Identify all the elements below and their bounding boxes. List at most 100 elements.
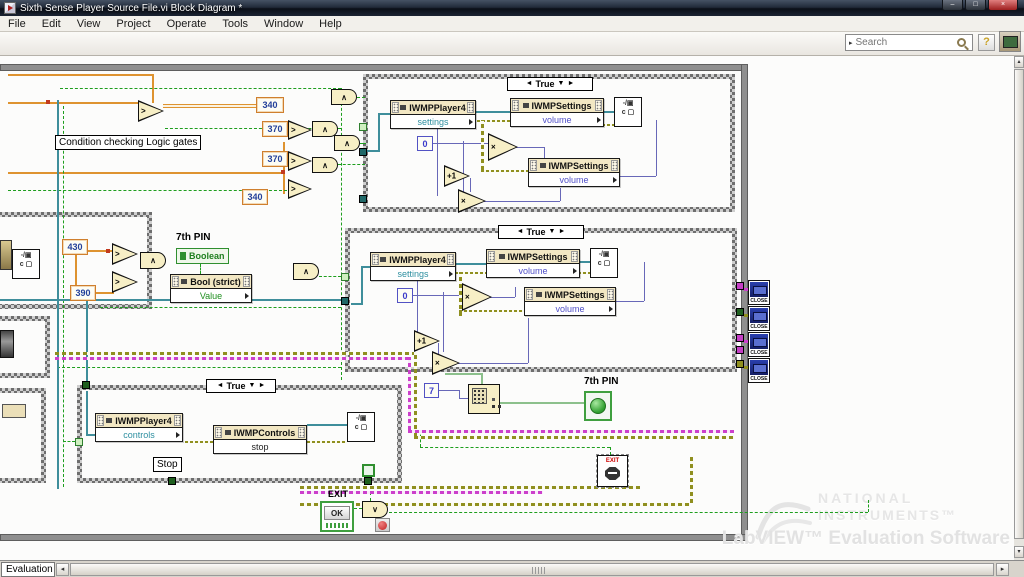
- integer-constant-0[interactable]: 0: [417, 136, 433, 151]
- case-next-icon[interactable]: ►: [258, 382, 266, 389]
- close-vi-icon[interactable]: CLOSE: [748, 332, 770, 357]
- menu-operate[interactable]: Operate: [166, 17, 207, 30]
- greater-than-gate[interactable]: >: [288, 151, 312, 171]
- node-property[interactable]: volume: [511, 113, 603, 126]
- property-node-iwmpsettings-middle-b[interactable]: IWMPSettings volume: [524, 287, 616, 316]
- greater-than-gate[interactable]: >: [288, 120, 312, 140]
- integer-constant-0[interactable]: 0: [397, 288, 413, 303]
- context-help-button[interactable]: ?: [978, 34, 995, 51]
- and-gate[interactable]: ∧: [334, 135, 360, 151]
- ni-toolbar-icon[interactable]: [999, 31, 1021, 52]
- search-icon[interactable]: [957, 38, 966, 47]
- while-loop-border-right[interactable]: [741, 64, 748, 541]
- menu-view[interactable]: View: [76, 17, 101, 30]
- property-node-iwmpplayer4-top[interactable]: IWMPPlayer4 settings: [390, 100, 476, 129]
- and-gate[interactable]: ∧: [293, 263, 319, 280]
- search-scope-icon[interactable]: ▸: [849, 39, 853, 47]
- increment-gate[interactable]: +1: [444, 165, 470, 187]
- menu-file[interactable]: File: [8, 17, 26, 30]
- property-node-iwmpsettings-middle-a[interactable]: IWMPSettings volume: [486, 249, 580, 278]
- property-node-iwmpsettings-top-a[interactable]: IWMPSettings volume: [510, 98, 604, 127]
- numeric-constant-370[interactable]: 370: [262, 121, 288, 137]
- boolean-constant[interactable]: [362, 464, 375, 477]
- close-button[interactable]: ×: [988, 0, 1018, 11]
- and-gate[interactable]: ∧: [331, 89, 357, 105]
- node-property[interactable]: volume: [529, 173, 619, 186]
- hscroll-left-arrow[interactable]: ◂: [56, 563, 69, 576]
- menu-tools[interactable]: Tools: [222, 17, 249, 30]
- close-vi-icon[interactable]: CLOSE: [748, 280, 770, 305]
- search-input[interactable]: [855, 37, 957, 48]
- case-selector-top[interactable]: ◄ True ▼ ►: [507, 77, 593, 91]
- menu-window[interactable]: Window: [264, 17, 304, 30]
- vertical-scrollbar[interactable]: ▴ ▾: [1014, 56, 1024, 560]
- case-next-icon[interactable]: ►: [567, 80, 575, 87]
- boolean-local-variable[interactable]: Boolean: [176, 248, 229, 264]
- case-prev-icon[interactable]: ◄: [525, 80, 533, 87]
- close-reference-icon[interactable]: ▫/▣c ▢: [590, 248, 618, 278]
- numeric-constant-340[interactable]: 340: [242, 189, 268, 205]
- numeric-constant-430[interactable]: 430: [62, 239, 88, 255]
- numeric-constant-390[interactable]: 390: [70, 285, 96, 301]
- evaluation-tab[interactable]: Evaluation: [1, 562, 55, 577]
- menu-help[interactable]: Help: [319, 17, 342, 30]
- menu-edit[interactable]: Edit: [41, 17, 61, 30]
- greater-than-gate[interactable]: >: [112, 271, 138, 293]
- case-dropdown-icon[interactable]: ▼: [248, 382, 256, 389]
- vscroll-up-arrow[interactable]: ▴: [1014, 56, 1024, 68]
- invoke-node-iwmpcontrols[interactable]: IWMPControls stop: [213, 425, 307, 454]
- node-property[interactable]: controls: [96, 428, 182, 441]
- case-dropdown-icon[interactable]: ▼: [557, 80, 565, 87]
- node-property[interactable]: settings: [391, 115, 475, 128]
- multiply-gate[interactable]: ×: [432, 351, 460, 375]
- numeric-constant-340[interactable]: 340: [256, 97, 284, 113]
- numeric-constant-370[interactable]: 370: [262, 151, 288, 167]
- and-gate[interactable]: ∧: [312, 157, 338, 173]
- vscroll-thumb[interactable]: [1014, 69, 1024, 539]
- property-node-iwmpsettings-top-b[interactable]: IWMPSettings volume: [528, 158, 620, 187]
- close-reference-icon[interactable]: ▫/▣c ▢: [12, 249, 40, 279]
- menu-project[interactable]: Project: [116, 17, 151, 30]
- greater-than-gate[interactable]: >: [288, 179, 312, 199]
- while-loop-border-top[interactable]: [0, 64, 748, 71]
- close-reference-icon[interactable]: ▫/▣c ▢: [614, 97, 642, 127]
- increment-gate[interactable]: +1: [414, 330, 440, 352]
- close-reference-icon[interactable]: ▫/▣c ▢: [347, 412, 375, 442]
- property-node-bool-strict[interactable]: Bool (strict) Value: [170, 274, 252, 303]
- greater-than-gate[interactable]: >: [138, 100, 164, 122]
- multiply-gate[interactable]: ×: [458, 189, 486, 213]
- and-gate[interactable]: ∧: [312, 121, 338, 137]
- hscroll-thumb[interactable]: [70, 563, 994, 576]
- case-selector-middle[interactable]: ◄ True ▼ ►: [498, 225, 584, 239]
- hscroll-right-arrow[interactable]: ▸: [996, 563, 1009, 576]
- multiply-gate[interactable]: ×: [488, 133, 518, 161]
- node-property[interactable]: settings: [371, 267, 455, 280]
- close-vi-icon[interactable]: CLOSE: [748, 306, 770, 331]
- node-property[interactable]: Value: [171, 289, 251, 302]
- multiply-gate[interactable]: ×: [462, 283, 492, 311]
- while-loop-border-bottom[interactable]: [0, 534, 748, 541]
- maximize-button[interactable]: □: [965, 0, 986, 11]
- case-selector-bottom[interactable]: ◄ True ▼ ►: [206, 379, 276, 393]
- vscroll-down-arrow[interactable]: ▾: [1014, 546, 1024, 558]
- array-index-node[interactable]: [468, 384, 500, 414]
- case-prev-icon[interactable]: ◄: [216, 382, 224, 389]
- case-prev-icon[interactable]: ◄: [516, 228, 524, 235]
- ok-button-constant[interactable]: OK: [320, 501, 354, 532]
- close-vi-icon[interactable]: CLOSE: [748, 358, 770, 383]
- pin7-led-indicator[interactable]: [584, 391, 612, 421]
- left-structure-2[interactable]: [0, 316, 50, 378]
- node-property[interactable]: volume: [487, 264, 579, 277]
- greater-than-gate[interactable]: >: [112, 243, 138, 265]
- left-structure-3[interactable]: [0, 388, 46, 483]
- case-dropdown-icon[interactable]: ▼: [548, 228, 556, 235]
- or-gate[interactable]: ∨: [362, 501, 388, 518]
- case-next-icon[interactable]: ►: [558, 228, 566, 235]
- node-method[interactable]: stop: [214, 440, 306, 453]
- property-node-iwmpplayer4-middle[interactable]: IWMPPlayer4 settings: [370, 252, 456, 281]
- node-property[interactable]: volume: [525, 302, 615, 315]
- minimize-button[interactable]: –: [942, 0, 963, 11]
- property-node-iwmpplayer4-bottom[interactable]: IWMPPlayer4 controls: [95, 413, 183, 442]
- exit-button-icon[interactable]: EXIT: [596, 454, 629, 488]
- integer-constant-7[interactable]: 7: [424, 383, 439, 398]
